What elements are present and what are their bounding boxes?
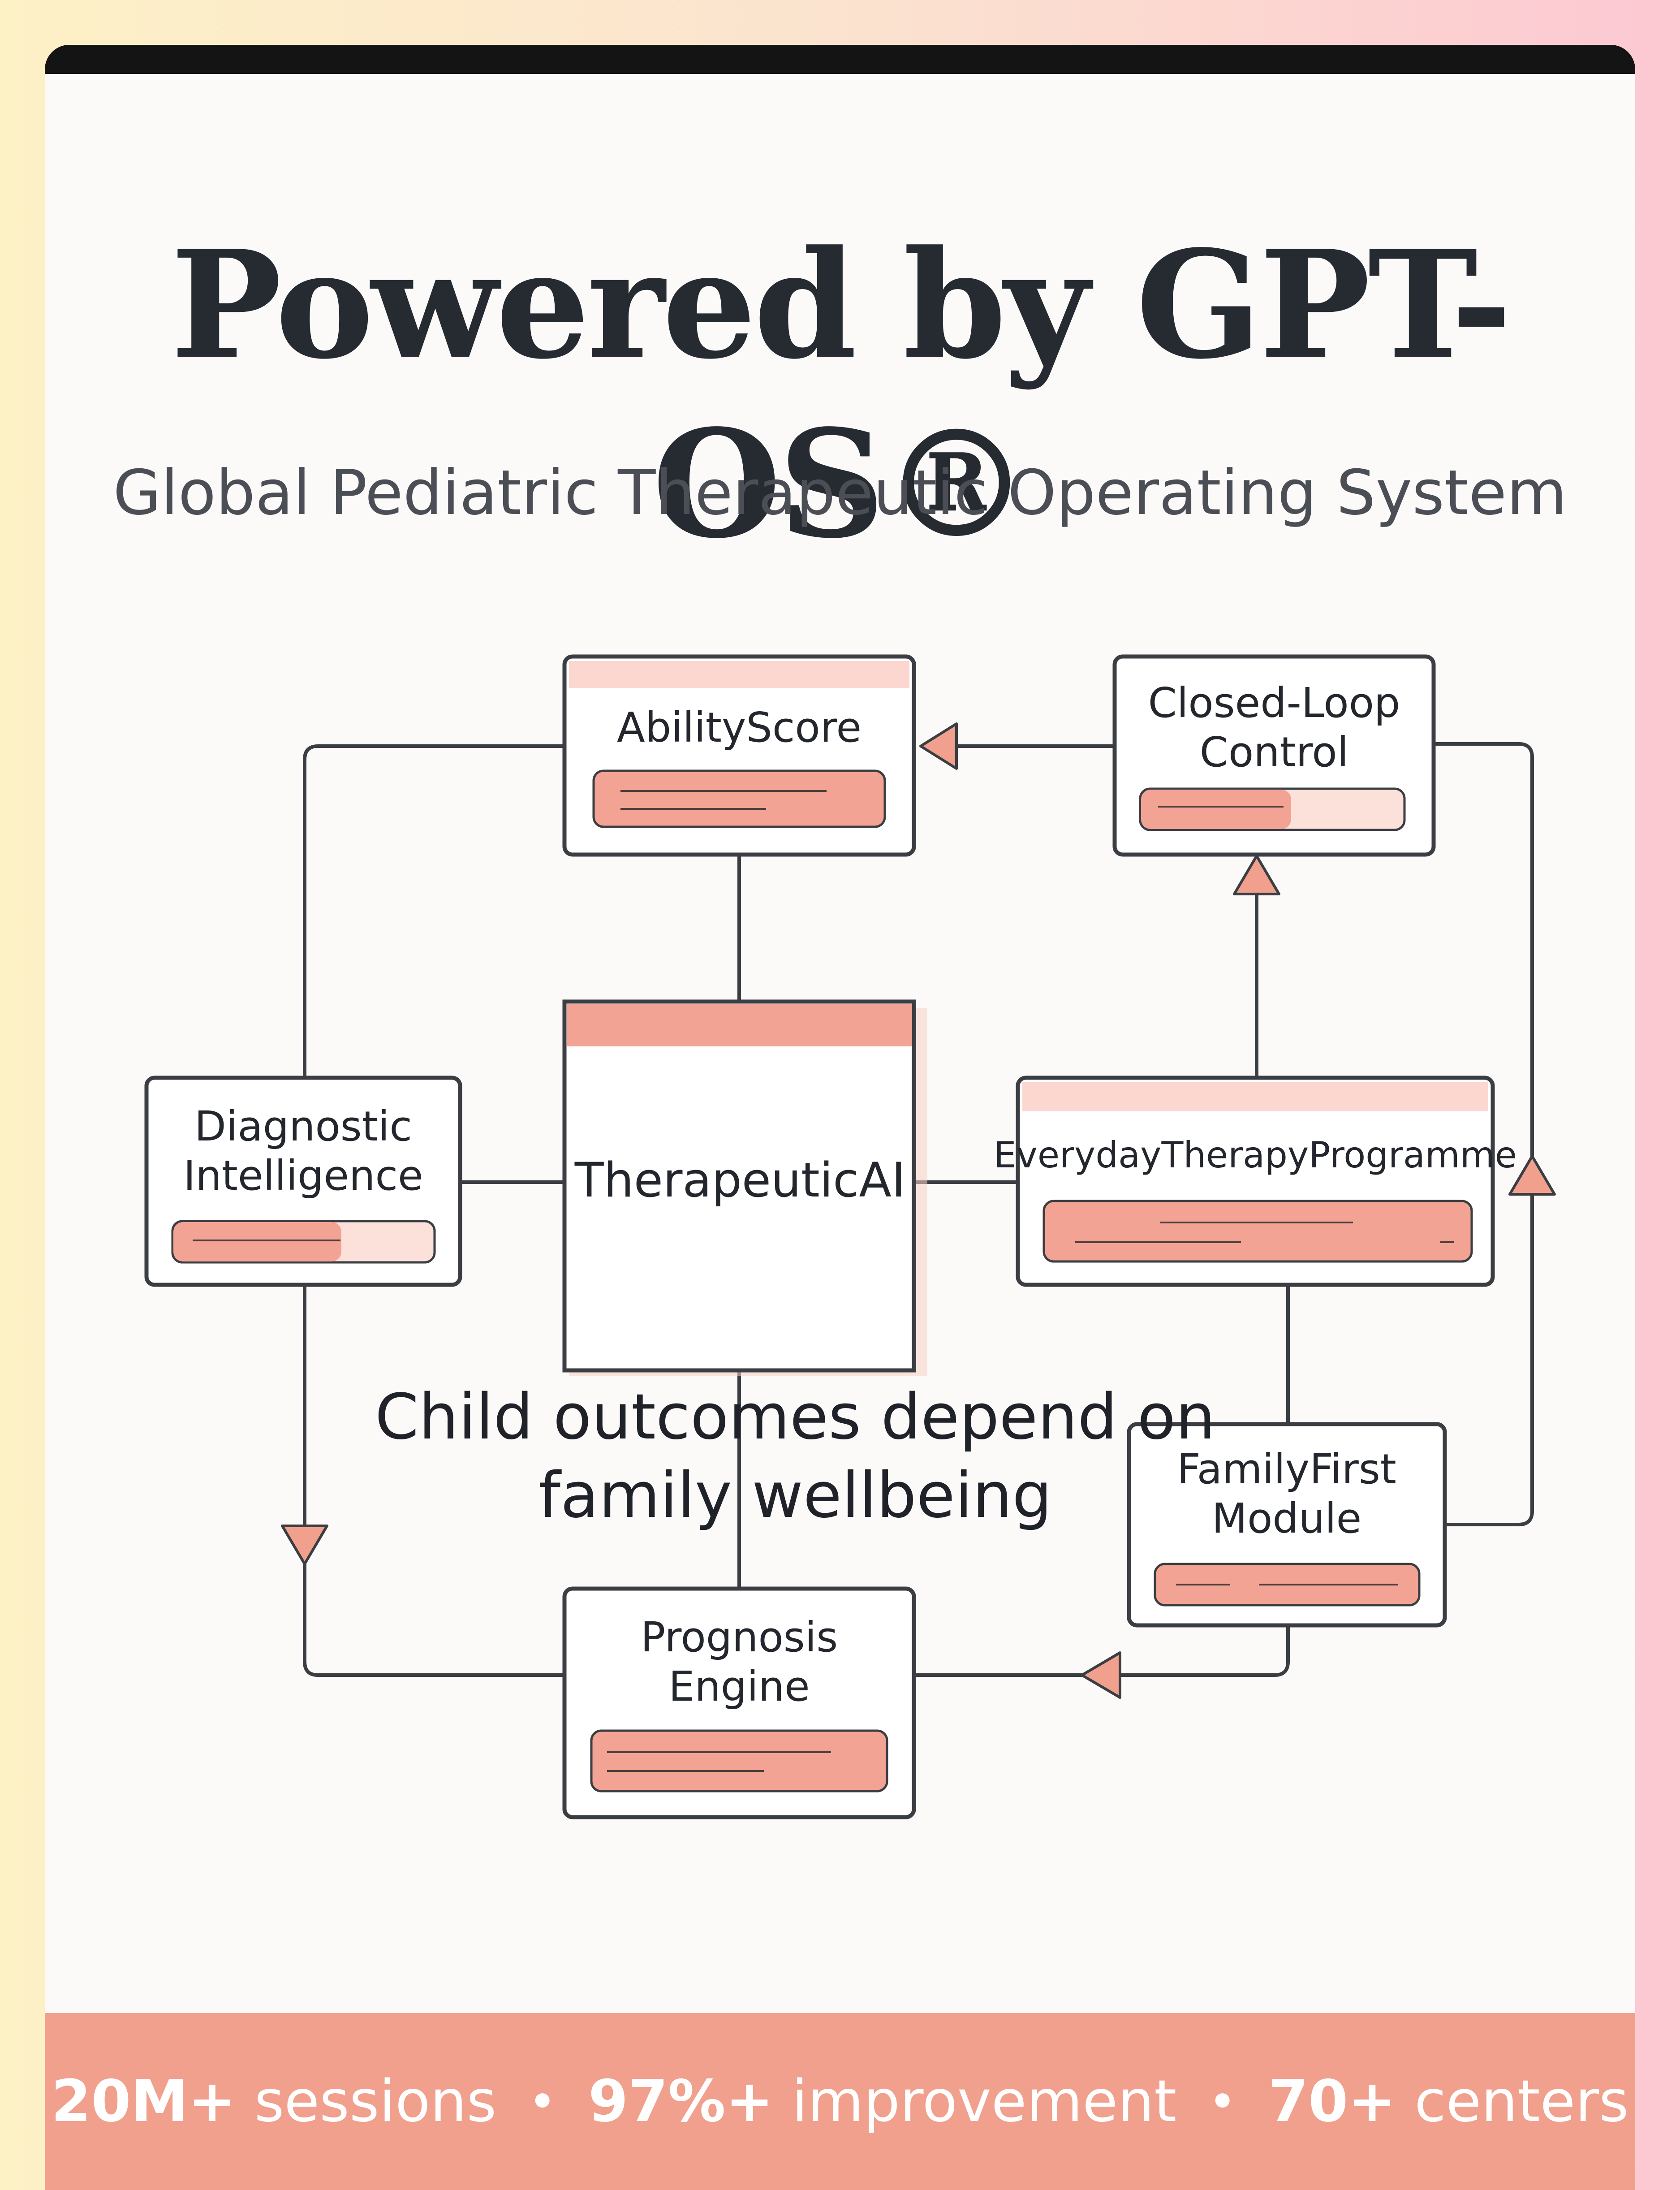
arrowhead-left [919,722,958,770]
stat-label: improvement [792,2068,1177,2135]
node-diagnostic-intelligence: Diagnostic Intelligence [144,1076,462,1287]
node-title-line1: Diagnostic [194,1102,412,1150]
overlay-line2: family wellbeing [538,1459,1052,1532]
node-everyday-therapy-programme: EverydayTherapyProgramme [994,1076,1517,1287]
stat-improvement: 97%+ improvement [588,2068,1176,2135]
node-title-line2: Module [1212,1495,1362,1542]
node-closed-loop-control: Closed-Loop Control [1112,654,1436,857]
node-familyfirst-module: FamilyFirst Module [1127,1422,1447,1628]
node-title-line1: Closed-Loop [1148,679,1400,727]
node-title-line2: Intelligence [183,1152,423,1200]
node-title-line1: FamilyFirst [1177,1445,1396,1493]
stats-footer: 20M+ sessions • 97%+ improvement • 70+ c… [45,2013,1635,2190]
node-title-line2: Engine [668,1663,810,1711]
stat-centers: 70+ centers [1268,2068,1629,2135]
overlay-caption: Child outcomes depend on family wellbein… [375,1381,1215,1532]
node-title-line1: Prognosis [641,1613,838,1661]
arrowhead-left [1081,1651,1121,1699]
stat-separator: • [1208,2073,1237,2130]
node-title-line2: Control [1200,728,1349,776]
stat-value: 20M+ [51,2068,237,2135]
stat-separator: • [528,2073,557,2130]
node-prognosis-engine: Prognosis Engine [562,1586,916,1819]
node-ability-score: AbilityScore [562,654,916,857]
connector-familyfirst-prognosis [914,1625,1290,1677]
stat-value: 97%+ [588,2068,774,2135]
poster-card: Powered by GPT-OS® Global Pediatric Ther… [45,45,1635,2190]
page-subtitle: Global Pediatric Therapeutic Operating S… [113,457,1567,529]
arrowhead-up [1508,1155,1556,1196]
connector-closedloop-familyfirst [1434,742,1534,1526]
arrowhead-down [281,1525,328,1565]
arrowhead-up [1233,855,1280,895]
connector-ability-diagnostic [303,744,564,1078]
top-bar [45,45,1635,74]
connector-diagnostic-prognosis [303,1285,564,1677]
architecture-diagram: AbilityScore Closed-Loop Control Therape… [144,654,1556,1819]
node-therapeutic-ai: TherapeuticAI [562,999,927,1376]
stat-value: 70+ [1268,2068,1396,2135]
stat-label: sessions [254,2068,497,2135]
stat-label: centers [1414,2068,1629,2135]
node-title: TherapeuticAI [574,1153,905,1208]
page-title: Powered by GPT-OS® [170,218,1512,571]
stat-sessions: 20M+ sessions [51,2068,496,2135]
node-title: AbilityScore [617,704,862,752]
overlay-line1: Child outcomes depend on [375,1381,1215,1454]
node-title: EverydayTherapyProgramme [994,1134,1517,1176]
